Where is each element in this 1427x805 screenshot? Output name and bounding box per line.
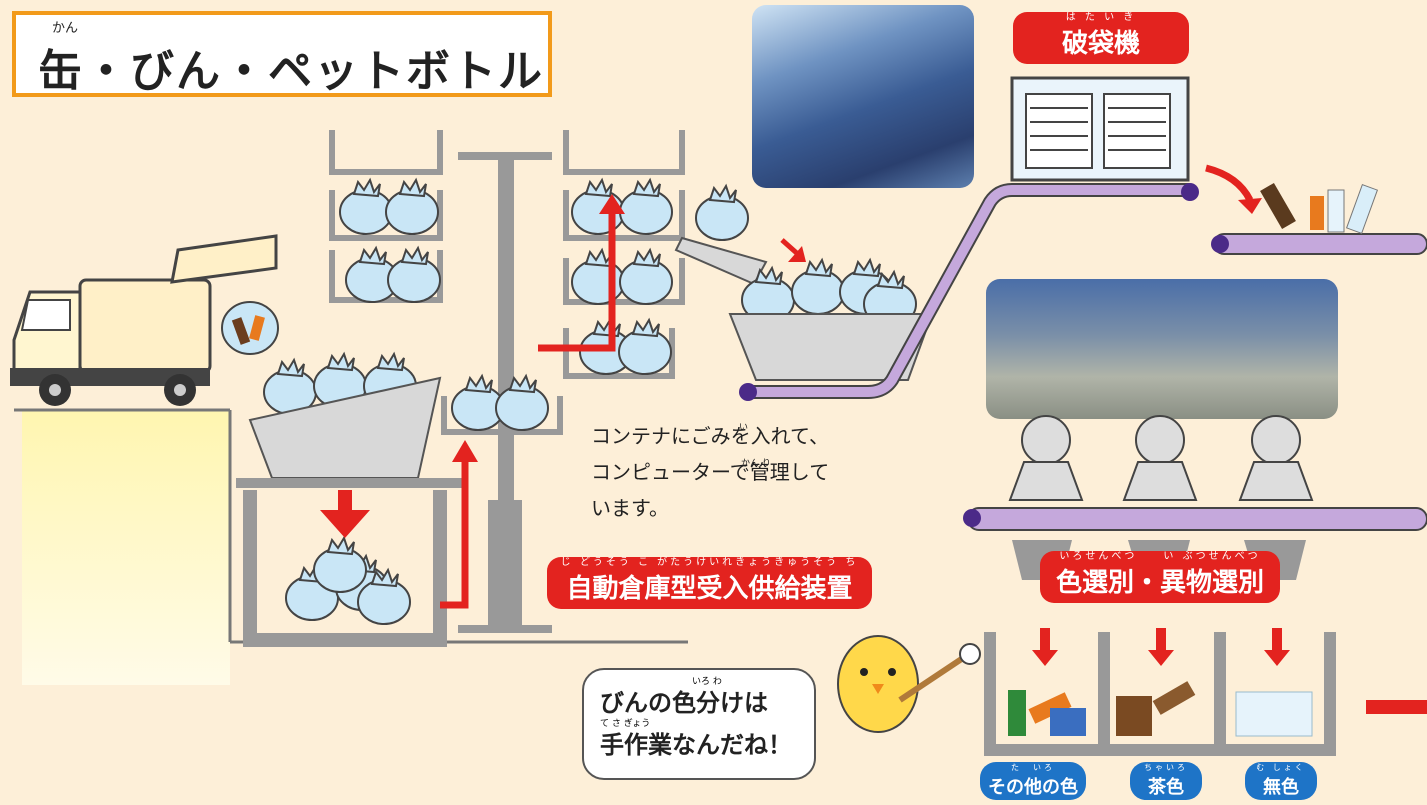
receiving-bin	[728, 259, 934, 381]
sorting-photo	[986, 279, 1338, 419]
tilting-container	[674, 185, 768, 286]
bag-breaker	[1010, 76, 1190, 182]
speech-bubble: いろ わ て さ ぎょう びんの色分けは 手作業なんだね！	[582, 668, 816, 780]
label-bag-breaker: は た い き 破袋機	[1013, 12, 1189, 64]
page-title: 缶・びん・ペットボトル	[38, 46, 544, 97]
title-ruby: かん	[52, 21, 79, 36]
up-arrow-icon	[440, 460, 469, 609]
description: い コンテナにごみを入れて、 かん り コンピューターで管理して います。	[591, 423, 830, 520]
pickup-arrow-icon	[538, 212, 616, 352]
facility-photo	[752, 5, 974, 188]
chick-mascot	[837, 635, 981, 733]
title-box: かん 缶・びん・ペットボトル	[12, 11, 552, 97]
right-racks	[563, 130, 685, 379]
label-color-sorting: いろせんべつ い ぶつせんべつ 色選別・異物選別	[1040, 551, 1280, 603]
bin-label-other: た いろその他の色	[980, 762, 1086, 800]
sorting-bins	[984, 632, 1336, 756]
bin-label-brown: ちゃいろ茶色	[1130, 762, 1202, 800]
bottles-icon	[1260, 182, 1379, 234]
conveyor	[739, 183, 1427, 531]
down-arrow-icon	[320, 490, 370, 538]
bin-contents	[1008, 681, 1313, 737]
bin-label-clear: む しょく無色	[1245, 762, 1317, 800]
workers	[1008, 415, 1314, 501]
crane-column	[441, 152, 563, 633]
pit	[22, 410, 230, 685]
label-auto-storage: じ どうそう こ がたうけいれきょうきゅうそう ち 自動倉庫型受入供給装置	[547, 557, 872, 609]
garbage-truck	[10, 234, 278, 406]
falling-bag	[221, 301, 279, 355]
hopper	[236, 353, 464, 647]
